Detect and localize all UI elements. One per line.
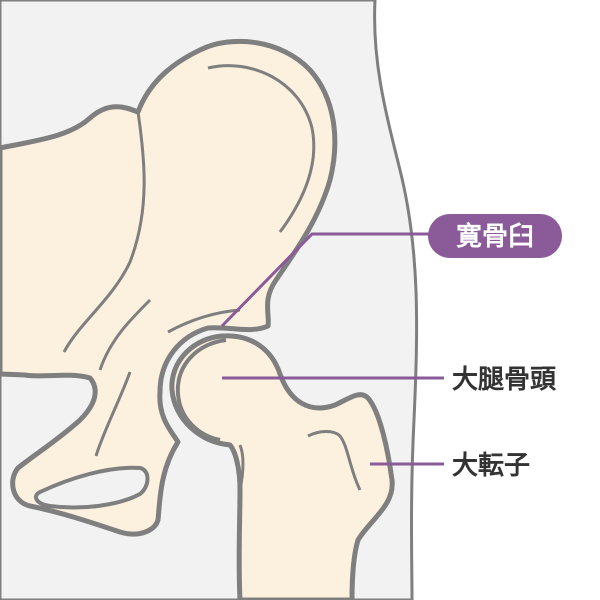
acetabulum-leader-line bbox=[220, 232, 432, 328]
femur-bone bbox=[169, 333, 395, 600]
pelvis-contour-4 bbox=[94, 371, 132, 457]
obturator-foramen bbox=[33, 465, 150, 510]
acetabulum-label-pill bbox=[428, 214, 562, 258]
pelvis-contour-5 bbox=[98, 298, 152, 371]
greater-trochanter-label: 大転子 bbox=[452, 451, 530, 481]
pelvis-contour-2 bbox=[62, 111, 146, 353]
pelvis-contour-1 bbox=[207, 64, 316, 233]
pelvis-contour-3 bbox=[167, 308, 241, 334]
trochanter-contour-2 bbox=[238, 444, 245, 491]
trochanter-contour-1 bbox=[307, 430, 362, 491]
acetabulum-label: 寛骨臼 bbox=[456, 221, 534, 252]
pelvis-bone bbox=[0, 38, 338, 537]
femoral-head-cartilage bbox=[175, 338, 227, 442]
femoral-head-label: 大腿骨頭 bbox=[452, 365, 557, 395]
